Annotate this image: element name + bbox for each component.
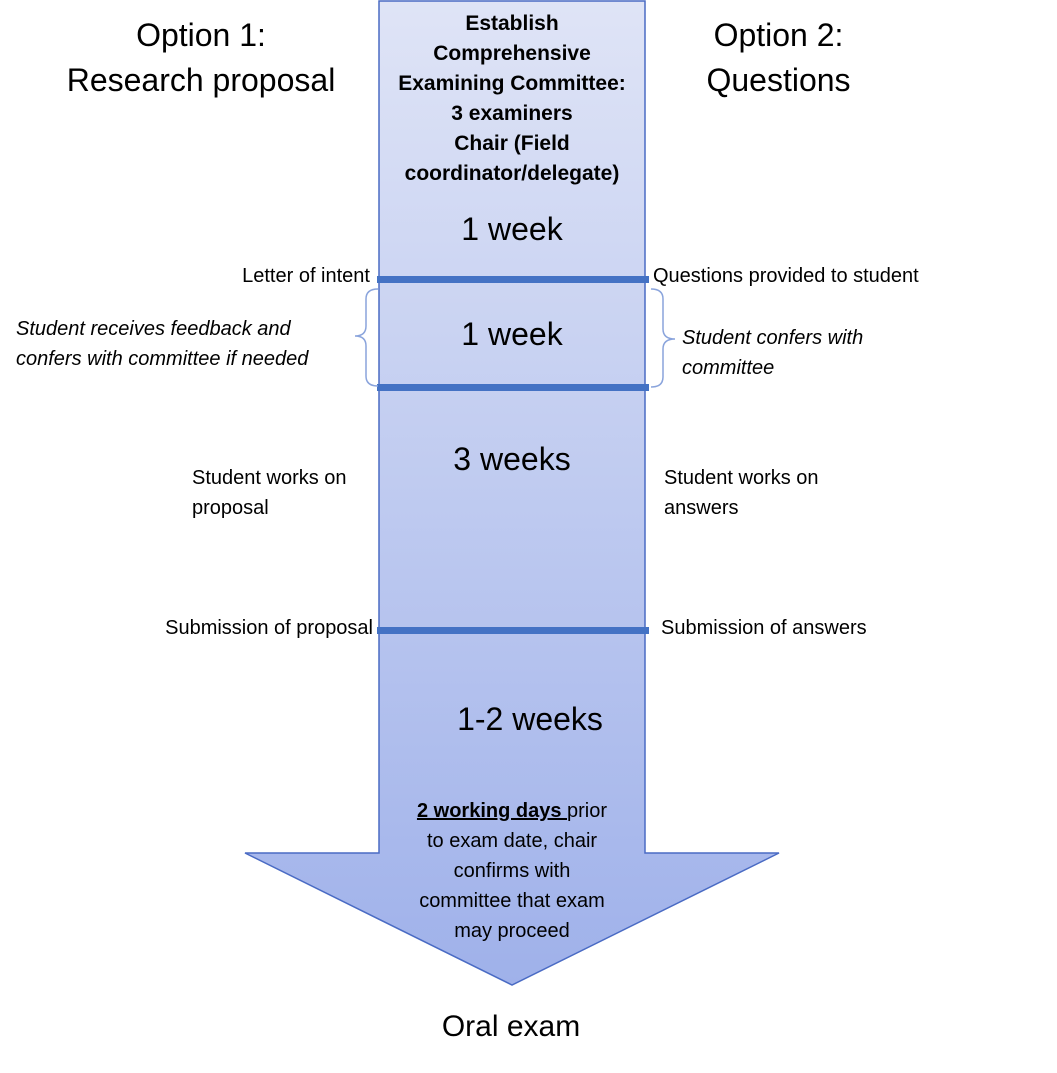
option1-line2: Research proposal [66,62,336,98]
milestone-bar-submission [377,627,649,634]
duration-1: 1 week [461,211,563,247]
feedback-label: Student receives feedback and confers wi… [16,314,308,374]
works-on-answers-label: Student works on answers [664,463,819,523]
committee-line: Examining Committee: [398,72,626,95]
works-line: answers [664,497,739,519]
duration-4: 1-2 weeks [457,701,603,737]
notice-line: to exam date, chair [426,830,598,852]
submission-answers-label: Submission of answers [661,617,867,639]
works-line: proposal [192,497,269,519]
left-brace [354,288,379,387]
submission-proposal-label: Submission of proposal [165,617,373,639]
feedback-line: Student receives feedback and [16,318,291,340]
working-days-emphasis: 2 working days [416,800,568,822]
confers-line: Student confers with [682,327,864,349]
milestone-bar-feedback [377,384,649,391]
committee-line: Establish [465,12,559,35]
notice-line: committee that exam [419,890,605,912]
notice-line: prior [567,800,608,822]
works-line: Student works on [192,467,347,489]
duration-3: 3 weeks [453,441,571,477]
option2-line1: Option 2: [713,17,844,53]
notice-line: confirms with [453,860,571,882]
confers-label: Student confers with committee [682,323,863,383]
option2-line2: Questions [706,62,851,98]
option1-heading: Option 1: Research proposal [40,13,362,103]
oral-exam-label: Oral exam [441,1010,581,1043]
feedback-line: confers with committee if needed [16,348,309,370]
letter-of-intent-label: Letter of intent [242,265,370,287]
questions-provided-label: Questions provided to student [653,265,919,287]
committee-line: Comprehensive [433,42,591,65]
duration-2: 1 week [461,316,563,352]
committee-line: Chair (Field [454,132,570,155]
right-brace [650,288,676,388]
notice-line: may proceed [454,920,570,942]
committee-line: coordinator/delegate) [404,162,620,185]
milestone-bar-letter-of-intent [377,276,649,283]
committee-line: 3 examiners [451,102,573,125]
timeline-arrow [244,0,780,986]
option1-line1: Option 1: [136,17,266,53]
committee-box: Establish Comprehensive Examining Commit… [379,9,645,189]
confers-line: committee [682,357,775,379]
chair-confirmation-note: 2 working days prior to exam date, chair… [379,796,645,946]
option2-heading: Option 2: Questions [650,13,907,103]
works-line: Student works on [664,467,819,489]
works-on-proposal-label: Student works on proposal [192,463,347,523]
